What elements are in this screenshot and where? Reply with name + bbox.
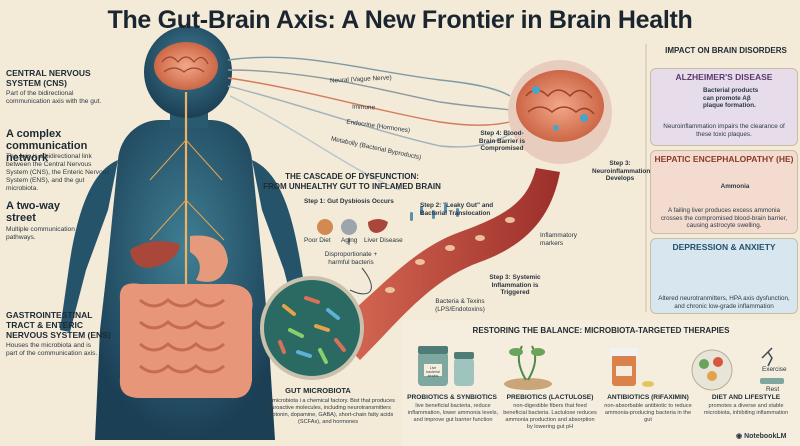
cascade-heading: THE CASCADE OF DYSFUNCTION: FROM UNHEALT… [262,172,442,192]
inflammatory-markers-label: Inflammatory markers [540,232,577,247]
exercise-label: Exercise [762,366,787,373]
therapies-heading: RESTORING THE BALANCE: MICROBIOTA-TARGET… [472,326,730,335]
therapy-prebiotics-title: PREBIOTICS (LACTULOSE) [506,394,594,401]
impact-heading: IMPACT ON BRAIN DISORDERS [665,46,787,55]
cns-heading: CENTRAL NERVOUS SYSTEM (CNS) [6,68,91,88]
alzheimers-title: ALZHEIMER'S DISEASE [675,72,773,82]
therapy-antibiotics-text: non-absorbable antibiotic to reduce ammo… [604,403,692,423]
antibiotic-pill-bottle-icon [610,348,654,387]
rest-label: Rest [766,386,780,393]
pathway-label-immune: Immune [351,103,376,112]
cause-icons [317,219,388,235]
alzheimers-card: ALZHEIMER'S DISEASE Bacterial products c… [650,68,798,146]
blood-vessel-illustration [330,168,560,360]
intestines-organ [119,283,253,399]
network-heading: A complex communication network [6,128,88,164]
dep-title: DEPRESSION & ANXIETY [672,242,776,252]
cause-liver-disease: Liver Disease [364,237,403,244]
he-text: A failing liver produces excess ammonia … [660,207,788,229]
therapy-prebiotics-text: non-digestible fibers that feed benefici… [503,403,597,430]
microbiota-text: The microbiota i a chemical factory. Bis… [261,398,395,425]
dep-text: Altered neurotranmitters, HPA axis dysfu… [658,295,790,310]
bacteria-particles [410,204,459,221]
notebooklm-logo-icon: ◉ [736,433,743,440]
cascade-heading-line-1: THE CASCADE OF DYSFUNCTION: [285,172,419,181]
watermark-text: NotebookLM [744,433,787,440]
stomach-organ [190,235,228,282]
liver-organ [130,241,180,268]
head-brain-illustration [154,42,218,90]
twoway-text: Multiple communication pathways. [6,226,75,241]
hepatic-encephalopathy-card: HEPATIC ENCEPHALOPATHY (HE) Ammonia A fa… [650,150,798,234]
microbiota-magnified-view [260,276,364,380]
therapy-diet-text: promotes a diverse and stable microbiota… [703,403,789,416]
probiotic-jars-icon [418,346,474,386]
healthy-food-plate-icon [691,347,784,391]
therapy-diet-title: DIET AND LIFESTYLE [711,394,781,401]
cause-aging: Aging [341,237,358,244]
cause-poor-diet: Poor Diet [304,237,331,244]
alzheimers-text: Neuroinflammation impairs the clearance … [663,123,785,138]
step1-label: Step 1: Gut Dysbiosis Occurs [304,198,394,205]
therapy-antibiotics-title: ANTIBIOTICS (RIFAXIMIN) [607,394,689,401]
network-text: The axis is a bidirectional link between… [6,153,110,192]
he-ammonia-label: Ammonia [720,183,750,190]
disproportionate-label: Disproportionate + harmful bacteris [324,251,378,266]
pathway-fibers [227,56,511,191]
microbiota-heading: GUT MICROBIOTA [285,386,351,395]
step3-label: Step 3: Systemic Inflammation is Trigger… [489,274,541,296]
inflamed-brain-illustration [508,60,612,164]
bacteria-toxins-label: Bacteria & Texins (LPS/Endotoxins) [435,298,485,313]
gi-text: Houses the microbiota and is part of the… [6,342,98,357]
page-title: The Gut-Brain Axis: A New Frontier in Br… [107,6,693,34]
notebooklm-watermark: ◉ NotebookLM [736,432,786,440]
step5-label: Step 3: Neuroinflammation Develops [592,160,651,182]
alzheimers-note: Bacterial products can promote Aβ plaque… [703,87,759,109]
step4-label: Step 4: Blood-Brain Barrier is Compromis… [478,130,526,152]
cascade-heading-line-2: FROM UNHEALTHY GUT TO INFLAMED BRAIN [263,182,441,191]
cns-text: Part of the bidirectional communication … [6,90,102,105]
gi-heading: GASTROINTESTINAL TRACT & ENTERIC NERVOUS… [6,310,111,340]
prebiotic-plant-icon [504,345,552,390]
step2-label: Step 2: "Leaky Gut" and Bacterial Transl… [420,202,494,217]
depression-anxiety-card: DEPRESSION & ANXIETY Altered neurotranmi… [650,238,798,314]
jar-label: Live bacterial strains [426,366,440,378]
twoway-heading: A two-way street [6,200,60,224]
therapy-probiotics-text: live beneficial bacteria, reduce inflamm… [407,403,499,423]
he-title: HEPATIC ENCEPHALOPATHY (HE) [654,154,794,164]
therapy-probiotics-title: PROBIOTICS & SYNBIOTICS [407,394,497,401]
